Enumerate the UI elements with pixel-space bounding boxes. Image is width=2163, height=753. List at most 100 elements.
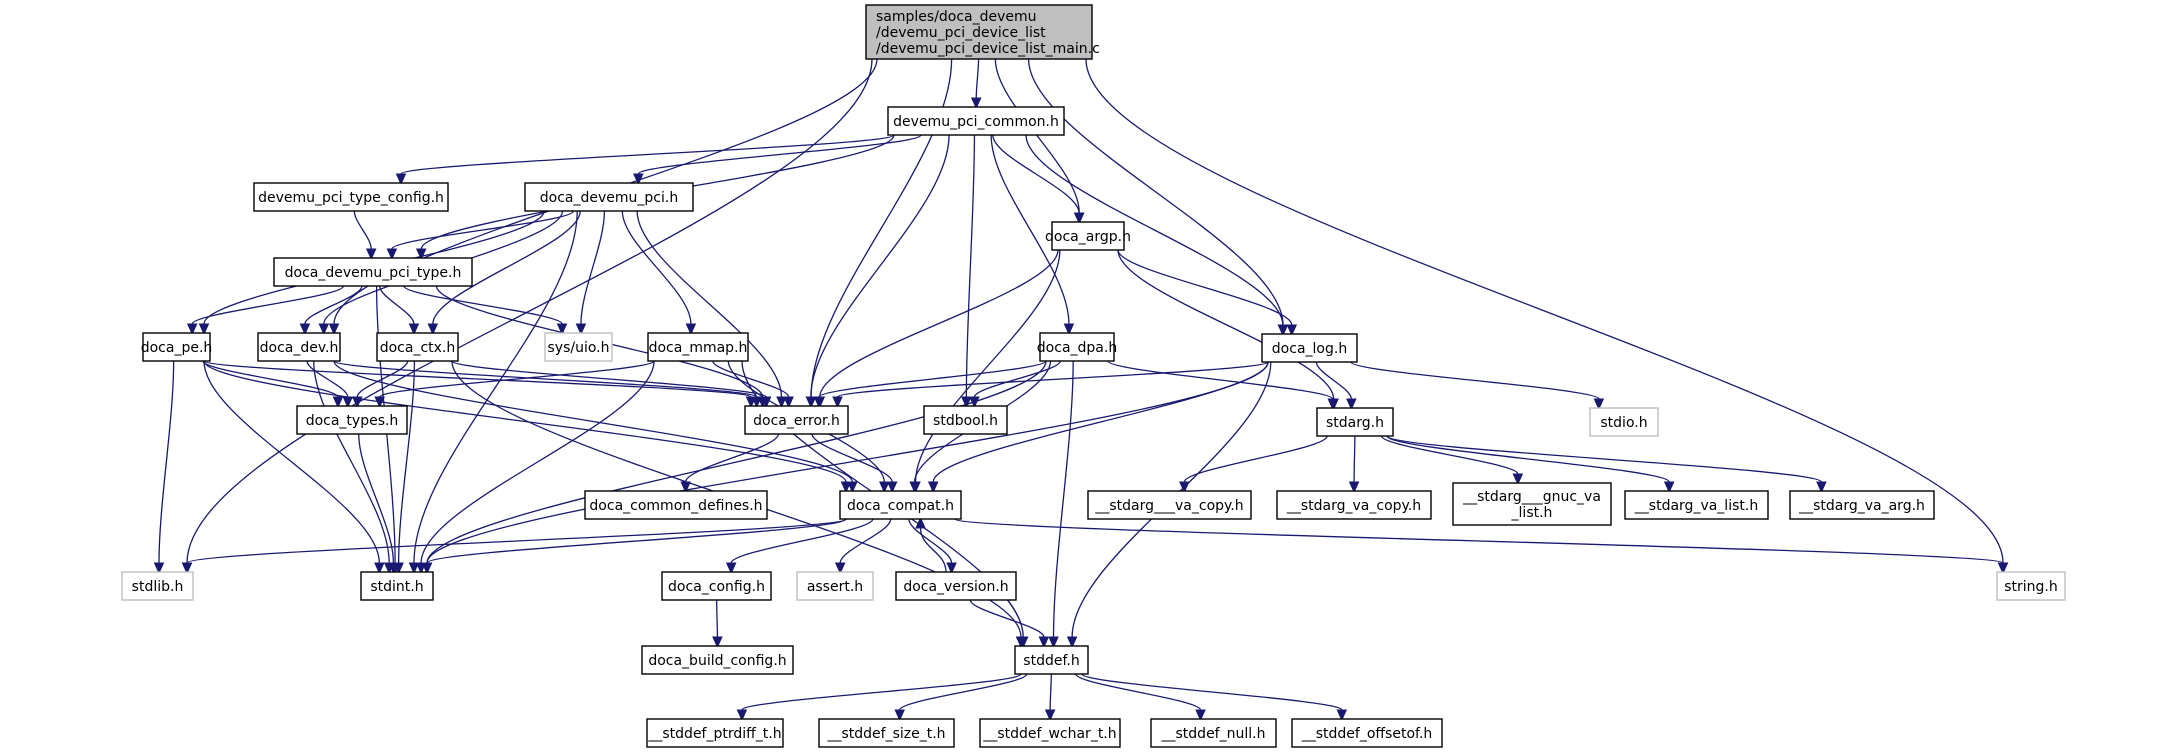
node-stdarg-va-copy[interactable]: __stdarg_va_copy.h [1276,490,1432,520]
arrowhead-icon [1048,636,1059,649]
node-label: doca_pe.h [141,340,213,356]
edge-line [836,361,1269,398]
node-devemu-pci-common[interactable]: devemu_pci_common.h [887,106,1065,136]
node-doca-version[interactable]: doca_version.h [895,571,1017,601]
arrowhead-icon [927,481,939,494]
edge-line [426,518,847,564]
node-box [744,405,849,435]
node-label: string.h [2004,579,2058,595]
arrowhead-icon [386,248,398,261]
edge-doca-argp-to-stdarg [1117,249,1339,411]
edge-line [965,134,976,398]
edge-doca-devemu-pci-to-sys-uio [575,210,606,336]
node-doca-dev[interactable]: doca_dev.h [257,332,341,362]
node-doca-ctx[interactable]: doca_ctx.h [376,332,459,362]
edge-doca-ctx-to-doca-error [451,360,772,409]
edge-doca-log-to-stdint [421,361,1269,575]
node-stddef-null[interactable]: __stddef_null.h [1150,718,1277,748]
node-doca-devemu-pci[interactable]: doca_devemu_pci.h [524,182,694,212]
edge-line [954,518,2004,564]
node-devemu-pci-type-config[interactable]: devemu_pci_type_config.h [253,182,449,212]
edge-line [818,360,1047,398]
node-label: assert.h [807,579,863,595]
edge-doca-compat-to-stdlib [181,518,847,575]
edge-stdarg-to-stdarg-va-list [1386,435,1675,494]
arrowhead-icon [299,323,311,336]
edge-line [1380,435,1519,475]
node-stdarg-va-list[interactable]: __stdarg_va_list.h [1624,490,1769,520]
edge-doca-ctx-to-stdint [393,360,416,575]
edge-stdarg-to-stdarg---va-copy [1179,435,1328,494]
node-box [1276,490,1432,520]
node-box [1150,718,1277,748]
node-label: stdbool.h [933,413,998,429]
node-box [121,571,194,601]
node-stddef[interactable]: stddef.h [1014,645,1089,675]
node-label: samples/doca_devemu [876,9,1037,25]
node-doca-error[interactable]: doca_error.h [744,405,849,435]
edge-doca-version-to-stddef [969,599,1050,649]
edge-line [621,210,692,325]
edge-line [637,134,922,175]
node-doca-devemu-pci-type[interactable]: doca_devemu_pci_type.h [273,257,473,287]
edge-line [400,134,895,175]
edge-root-to-stdlib [181,58,873,575]
node-label: doca_ctx.h [380,340,456,356]
node-stddef-size-t[interactable]: __stddef_size_t.h [818,718,955,748]
edge-line [1075,673,1202,711]
edge-devemu-pci-common-to-doca-argp [992,134,1085,225]
node-stdarg---va-copy[interactable]: __stdarg___va_copy.h [1087,490,1252,520]
node-doca-build-config[interactable]: doca_build_config.h [641,645,794,675]
node-root[interactable]: samples/doca_devemu/devemu_pci_device_li… [865,4,1100,60]
node-doca-pe[interactable]: doca_pe.h [141,332,213,362]
arrowhead-icon [332,396,344,409]
node-stddef-wchar-t[interactable]: __stddef_wchar_t.h [979,718,1121,748]
edge-line [1107,360,1334,400]
edge-doca-devemu-pci-type-to-doca-pe [186,285,345,336]
arrowhead-icon [351,396,363,409]
arrowhead-icon [961,396,972,409]
node-label: doca_devemu_pci.h [540,190,678,206]
node-label: doca_compat.h [847,498,954,514]
node-label: doca_error.h [753,413,840,429]
node-doca-types[interactable]: doca_types.h [296,405,408,435]
edge-line [908,518,953,564]
node-stdbool[interactable]: stdbool.h [923,405,1008,435]
edge-line [914,249,1061,483]
edge-doca-dpa-to-stdarg [1107,360,1339,411]
edge-stddef-to-stddef-offsetof [1081,673,1348,722]
nodes-layer: samples/doca_devemu/devemu_pci_device_li… [121,4,2066,748]
node-box [818,718,955,748]
node-label: __stdarg___va_copy.h [1094,498,1243,514]
node-label: __stddef_null.h [1161,726,1266,742]
arrowhead-icon [388,562,399,575]
edge-line [451,360,767,398]
edge-doca-compat-to-assert [834,518,892,575]
node-doca-argp[interactable]: doca_argp.h [1045,221,1131,251]
node-box [544,332,613,362]
edge-doca-error-to-doca-common-defines [680,433,780,494]
edge-line [1386,435,1670,483]
node-doca-log[interactable]: doca_log.h [1261,333,1358,363]
node-doca-common-defines[interactable]: doca_common_defines.h [584,490,768,520]
arrowhead-icon [783,396,794,409]
node-doca-mmap[interactable]: doca_mmap.h [647,332,749,362]
node-stdarg-va-arg[interactable]: __stdarg_va_arg.h [1789,490,1935,520]
node-doca-config[interactable]: doca_config.h [661,571,772,601]
edge-line [716,599,719,638]
edge-stddef-to-stddef-size-t [894,673,1028,722]
edge-line [730,518,874,564]
edge-doca-compat-to-doca-version [908,518,957,575]
node-doca-compat[interactable]: doca_compat.h [839,490,962,520]
node-stdarg---gnuc-va-list[interactable]: __stdarg___gnuc_va_list.h [1452,482,1612,526]
node-label: __stddef_offsetof.h [1301,726,1433,742]
node-stdint[interactable]: stdint.h [360,571,434,601]
node-assert: assert.h [796,571,874,601]
edge-doca-log-to-doca-error [832,361,1269,409]
node-stdarg[interactable]: stdarg.h [1316,407,1394,437]
node-doca-dpa[interactable]: doca_dpa.h [1037,332,1117,362]
edge-doca-compat-to-doca-config [725,518,874,575]
node-stddef-ptrdiff-t[interactable]: __stddef_ptrdiff_t.h [646,718,784,748]
edge-line [403,285,563,325]
node-stddef-offsetof[interactable]: __stddef_offsetof.h [1291,718,1443,748]
